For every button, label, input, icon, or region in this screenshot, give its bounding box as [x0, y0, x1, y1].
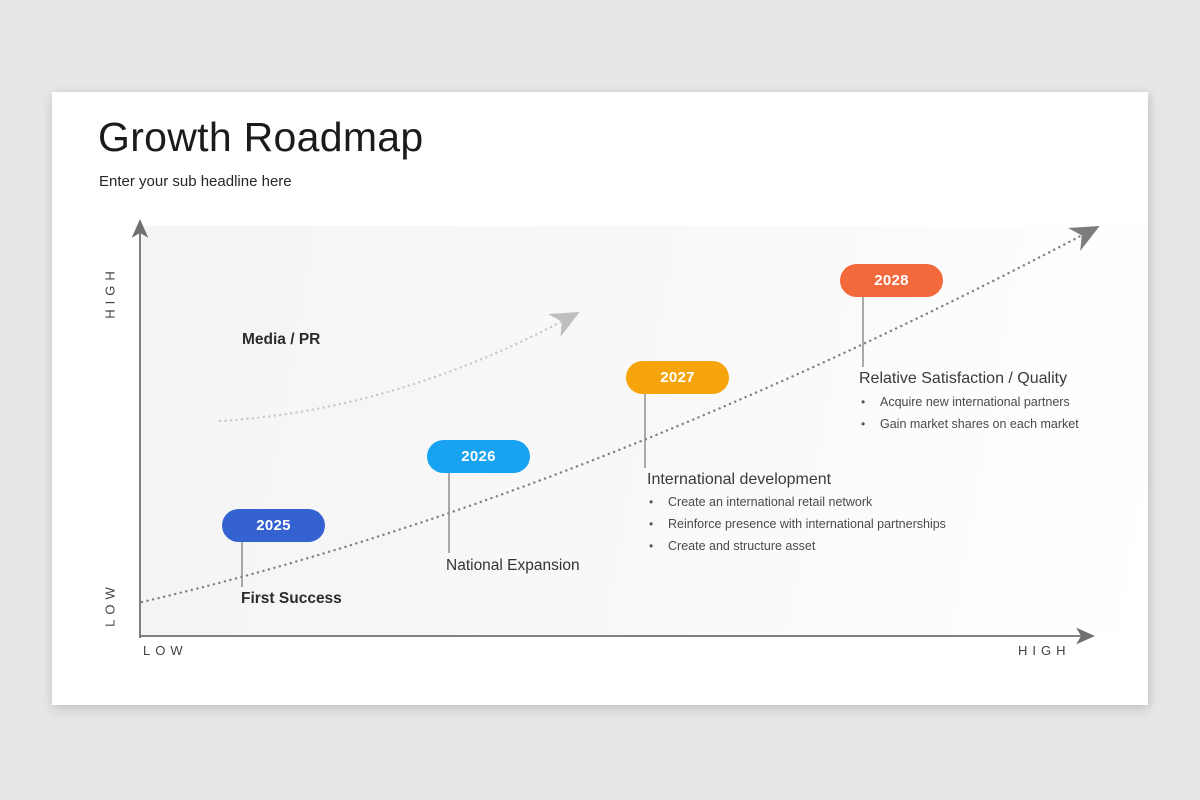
milestone-pill-2026: 2026 — [427, 440, 530, 473]
y-axis-label-low: LOW — [102, 582, 118, 627]
milestone-bullets-2027: Create an international retail network R… — [649, 496, 946, 562]
bullet-text: Create an international retail network — [668, 495, 873, 509]
bullet-text: Acquire new international partners — [880, 395, 1070, 409]
x-axis-label-high: HIGH — [1018, 643, 1071, 658]
milestone-year: 2028 — [874, 272, 909, 289]
y-axis-label-high: HIGH — [102, 266, 118, 319]
milestone-label-2028: Relative Satisfaction / Quality — [859, 370, 1068, 387]
bullet-text: Reinforce presence with international pa… — [668, 517, 946, 531]
milestone-pill-2027: 2027 — [626, 361, 729, 394]
media-pr-label: Media / PR — [242, 331, 321, 348]
media-pr-curve — [218, 311, 580, 423]
list-item: Gain market shares on each market — [861, 418, 1079, 431]
page-subtitle: Enter your sub headline here — [99, 173, 292, 190]
milestone-label-2025: First Success — [241, 590, 342, 607]
bullet-text: Create and structure asset — [668, 539, 816, 553]
milestone-label-2027: International development — [647, 471, 832, 488]
milestone-year: 2026 — [461, 448, 496, 465]
milestone-pill-2028: 2028 — [840, 264, 943, 297]
milestone-bullets-2028: Acquire new international partners Gain … — [861, 396, 1079, 440]
list-item: Create an international retail network — [649, 496, 946, 509]
x-axis-label-low: LOW — [143, 643, 188, 658]
milestone-label-2026: National Expansion — [446, 557, 580, 574]
bullet-text: Gain market shares on each market — [880, 417, 1079, 431]
milestone-year: 2027 — [660, 369, 695, 386]
roadmap-canvas — [131, 219, 1100, 645]
list-item: Create and structure asset — [649, 540, 946, 553]
list-item: Reinforce presence with international pa… — [649, 518, 946, 531]
growth-curve — [140, 225, 1100, 604]
milestone-year: 2025 — [256, 517, 291, 534]
list-item: Acquire new international partners — [861, 396, 1079, 409]
slide: Growth Roadmap Enter your sub headline h… — [52, 92, 1148, 705]
page-title: Growth Roadmap — [98, 114, 424, 160]
milestone-pill-2025: 2025 — [222, 509, 325, 542]
